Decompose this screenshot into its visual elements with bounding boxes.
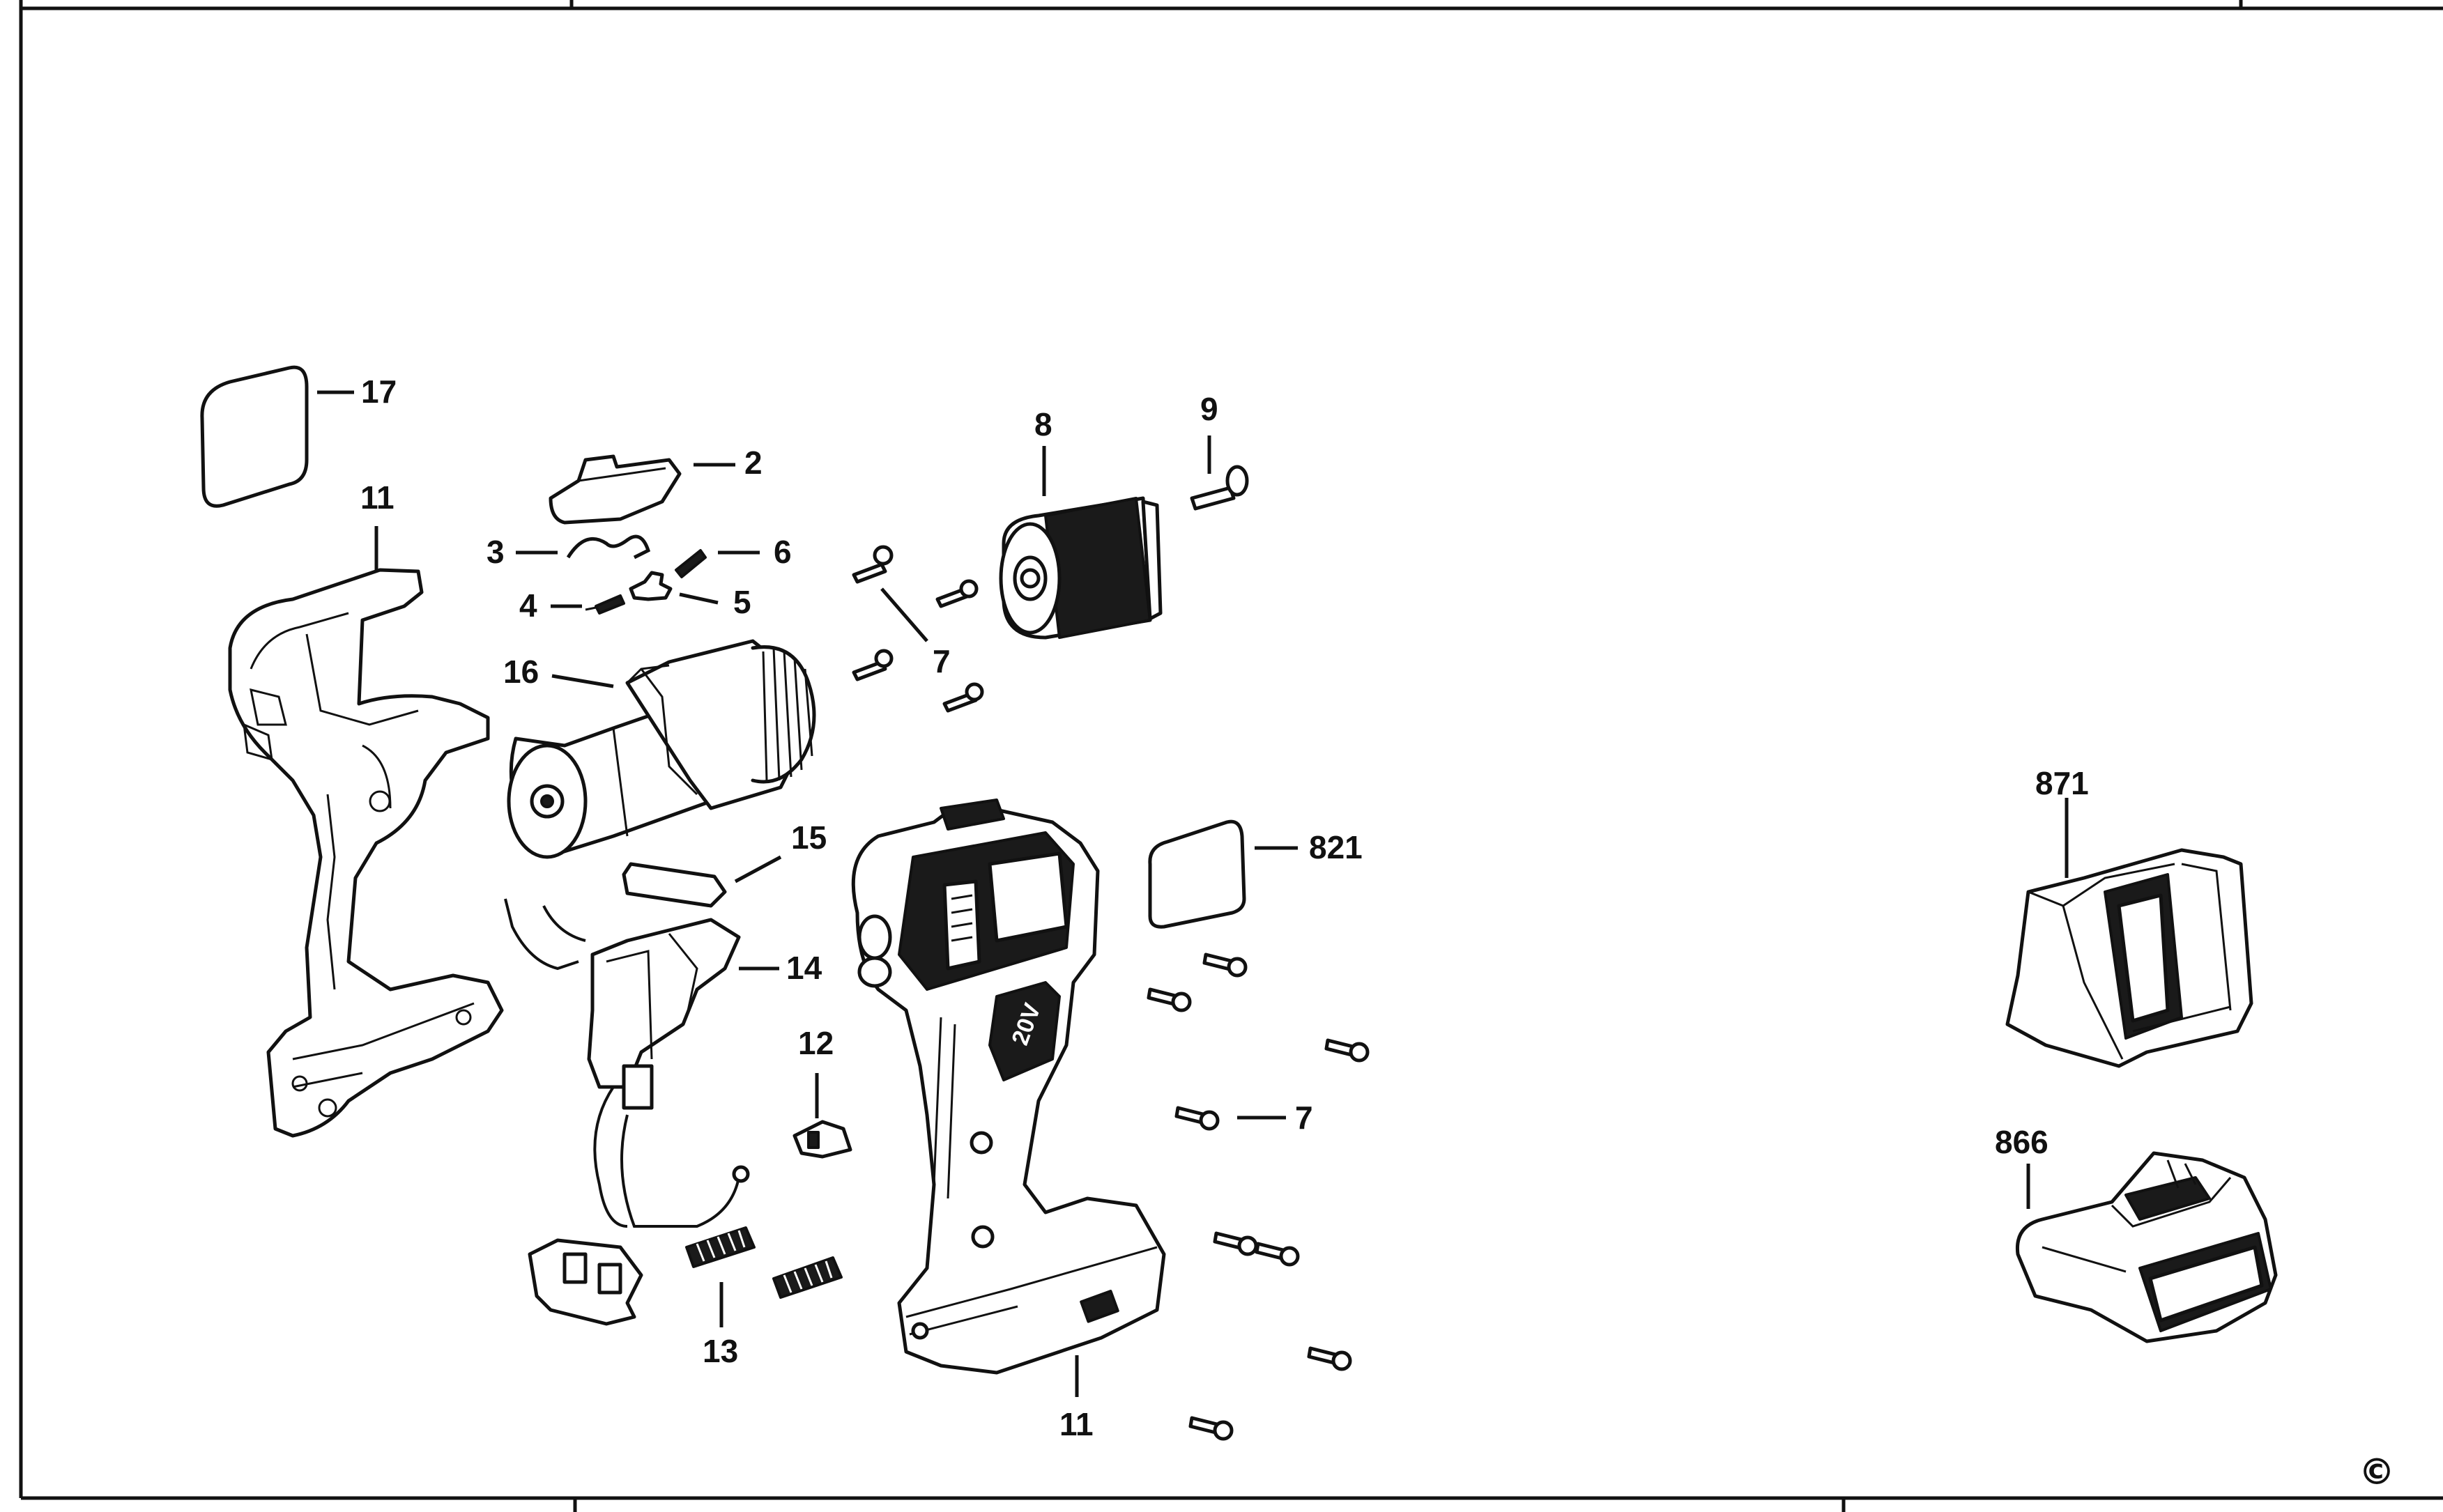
callout-9: 9 [1200,391,1218,427]
callout-8: 8 [1034,406,1052,442]
callout-11-bottom: 11 [1059,1406,1094,1442]
callout-821: 821 [1309,829,1363,865]
part-7-screws-lower [1147,952,1370,1441]
callout-12: 12 [798,1025,834,1061]
part-2-switch-cover [549,454,682,525]
part-3-wire-spring [566,534,651,560]
callout-15: 15 [791,819,827,856]
part-866-battery [2015,1151,2278,1343]
callout-2: 2 [744,445,763,481]
callout-7-bottom: 7 [1295,1100,1313,1136]
drawing-frame [19,0,2443,1512]
part-16-motor-gearbox [507,639,816,859]
callout-5: 5 [733,584,751,620]
callout-13: 13 [703,1333,738,1369]
part-11-right-housing: 20V [851,799,1166,1375]
part-7-screws-upper [852,545,984,713]
part-6-spring [675,549,707,578]
callout-6: 6 [774,534,792,570]
part-5-shift-lever [629,571,673,601]
part-15-slide [622,862,727,908]
callout-866: 866 [1995,1124,2048,1160]
copyright-mark: © [2359,1451,2395,1493]
part-12-clip [792,1120,852,1159]
callout-17: 17 [361,373,397,410]
part-11-left-housing [228,568,504,1138]
part-13-springs [685,1226,843,1299]
part-17-label [200,365,309,508]
part-9-chuck-screw [1190,465,1249,511]
callout-11-top: 11 [360,479,395,516]
callout-871: 871 [2035,765,2089,801]
part-14-switch [504,898,750,1326]
part-871-charger [2005,848,2253,1068]
callout-16: 16 [503,654,539,690]
callout-3: 3 [487,534,505,570]
part-821-label [1148,819,1246,929]
callout-14: 14 [786,950,822,986]
part-8-chuck [999,496,1163,640]
callout-4: 4 [519,587,537,624]
callout-7-top: 7 [933,643,951,679]
part-4-spring [585,594,625,615]
